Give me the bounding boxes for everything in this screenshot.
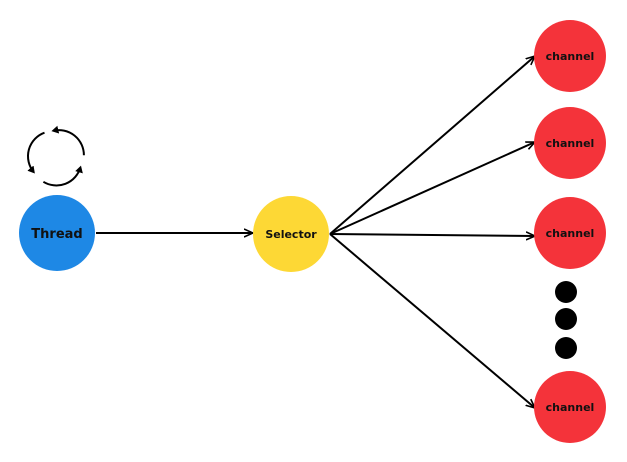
ellipsis-dot [555, 308, 577, 330]
thread-circle [19, 195, 95, 271]
edges [96, 56, 535, 408]
vertical-ellipsis-dots [555, 281, 577, 359]
channel-circle [534, 107, 606, 179]
channel-circle [534, 371, 606, 443]
refresh-cycle-icon [27, 125, 85, 187]
channel-node: channel [534, 107, 606, 179]
channel-circle [534, 197, 606, 269]
edge-selector-to-channel-1 [329, 56, 535, 235]
thread-label: Thread [31, 227, 82, 242]
channel-label: channel [546, 137, 595, 150]
ellipsis-dot [555, 281, 577, 303]
channel-label: channel [546, 50, 595, 63]
channel-label: channel [546, 227, 595, 240]
channel-node: channel [534, 197, 606, 269]
edge-selector-to-channel-4 [329, 233, 535, 408]
selector-circle [253, 196, 329, 272]
thread-node: Thread [19, 195, 95, 271]
selector-label: Selector [265, 228, 317, 241]
edge-selector-to-channel-3 [329, 234, 535, 236]
channel-node: channel [534, 20, 606, 92]
selector-node: Selector [253, 196, 329, 272]
channel-node: channel [534, 371, 606, 443]
ellipsis-dot [555, 337, 577, 359]
channel-circle [534, 20, 606, 92]
channel-label: channel [546, 401, 595, 414]
edge-selector-to-channel-2 [329, 141, 535, 235]
